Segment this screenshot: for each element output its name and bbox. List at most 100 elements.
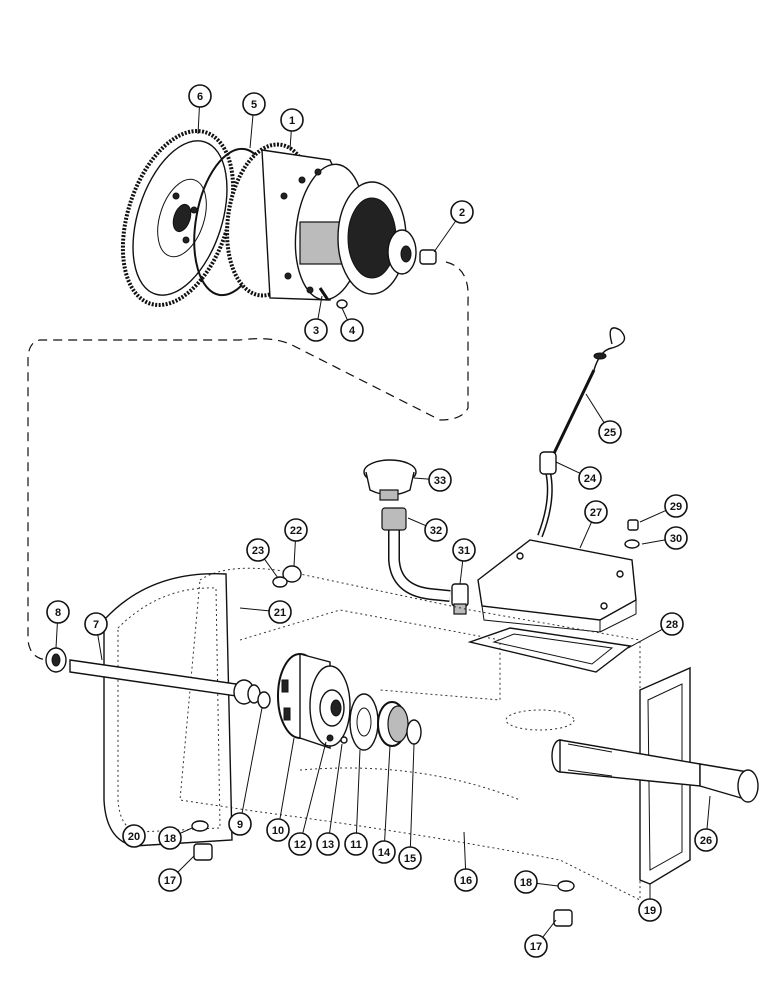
callout-circle [288,832,312,856]
bearing [377,701,409,747]
filter-cap [363,459,417,501]
callout-number: 6 [197,91,203,103]
callout-number: 13 [322,839,334,851]
callout-c2: 2 [433,200,474,253]
oil-pump [277,653,351,749]
callout-circle [452,538,476,562]
callout-number: 23 [252,545,264,557]
pump-washer [340,736,348,744]
transmission-case [179,567,641,901]
callout-leader-line [341,307,348,321]
cover-washer [624,539,640,549]
drain-washer-front [191,820,209,832]
converter-bolt [318,287,330,301]
callout-circle [450,200,474,224]
callout-circle [694,828,718,852]
callout-leader-line [384,745,391,842]
snap-ring [406,719,422,745]
front-gasket [103,573,233,847]
callout-number: 33 [434,475,446,487]
callout-circle [304,318,328,342]
callout-leader-line [97,634,103,661]
callout-circle [188,84,212,108]
callout-leader-line [413,477,430,480]
callout-leader-line [542,919,557,938]
rear-gasket [639,666,691,885]
callout-c16: 16 [454,831,478,892]
cover-gasket [467,627,632,673]
drain-plug-front [193,843,213,861]
callout-number: 4 [349,325,356,337]
callout-leader-line [706,795,711,830]
callout-leader-line [317,295,323,320]
fill-tube [381,507,451,602]
callout-circle [340,318,364,342]
callout-number: 24 [584,473,597,485]
callout-circle [372,840,396,864]
callout-c17b: 17 [524,919,557,958]
drain-plug-rear [553,909,573,927]
callout-leader-line [579,521,592,549]
callout-leader-line [239,607,270,612]
callout-circle [584,500,608,524]
front-seal [45,647,67,673]
callout-c10: 10 [266,737,295,842]
top-plug-washer [272,576,288,588]
callout-number: 31 [458,545,470,557]
callout-c23: 23 [246,538,279,579]
callout-circle [454,868,478,892]
callout-c20: 20 [122,824,146,848]
callout-c18a: 18 [158,826,193,850]
dipstick-tube [537,451,557,538]
callout-circle [84,612,108,636]
elbow-fitting [451,583,469,615]
cover-plate [477,539,637,633]
callout-c33: 33 [413,468,452,492]
callout-c8: 8 [46,600,70,649]
callout-c3: 3 [304,295,328,342]
callout-circle [242,92,266,116]
callout-circle [598,420,622,444]
callout-c5: 5 [242,92,266,149]
callout-c24: 24 [555,461,602,490]
callout-c30: 30 [641,526,688,550]
callout-leader-line [279,737,295,820]
callout-c21: 21 [239,600,292,624]
callout-leader-line [293,540,296,567]
callout-circle [266,818,290,842]
drain-washer-rear [557,880,575,892]
flywheel [120,129,236,307]
callout-leader-line [329,743,343,834]
callout-circle [284,518,308,542]
callout-circle [660,612,684,636]
callout-number: 28 [666,619,678,631]
callout-circle [158,868,182,892]
dipstick [544,327,626,471]
callout-c18b: 18 [514,870,559,894]
callout-circle [424,518,448,542]
callout-circle [664,494,688,518]
callout-leader-line [249,114,254,149]
callout-c25: 25 [585,393,622,444]
callout-leader-line [177,855,195,873]
callout-c29: 29 [639,494,688,523]
callout-circle [246,538,270,562]
callout-c28: 28 [627,612,684,649]
callout-number: 7 [93,619,99,631]
callout-circle [46,600,70,624]
callout-c31: 31 [452,538,476,585]
callout-number: 12 [294,839,306,851]
converter-plug [419,249,437,265]
pump-bolt [326,734,334,742]
callout-circle [578,466,602,490]
callout-leader-line [641,539,666,545]
callout-number: 18 [520,877,532,889]
callout-c32: 32 [407,517,448,542]
callout-number: 3 [313,325,319,337]
input-shaft [69,659,261,705]
callout-c9: 9 [228,707,263,836]
callout-c27: 27 [579,500,608,549]
top-plug [282,565,302,583]
callout-leader-line [555,461,581,474]
callout-leader-line [433,220,457,253]
